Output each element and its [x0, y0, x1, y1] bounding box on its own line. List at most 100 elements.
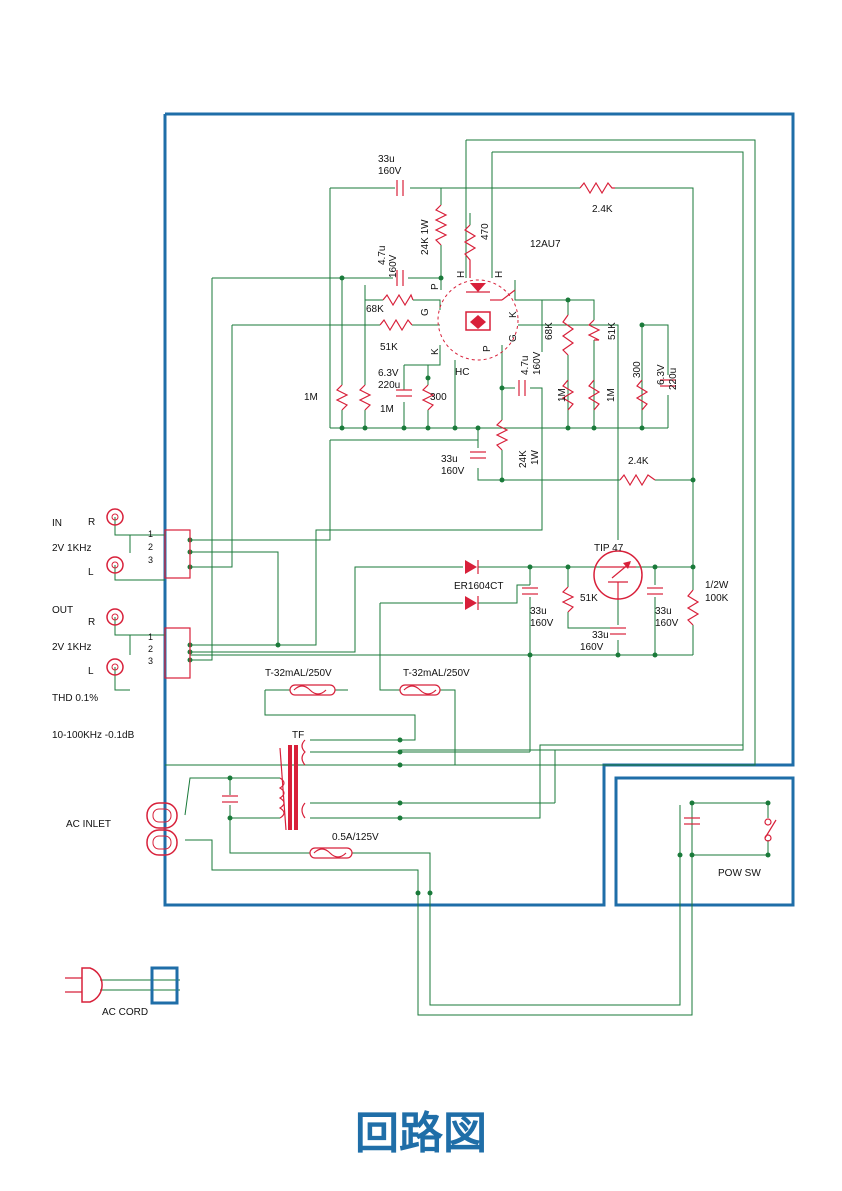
resistor-1m-d: [587, 379, 601, 411]
label-fuse-a: T-32mAL/250V: [265, 668, 332, 679]
capacitor-220u-a: [396, 389, 412, 397]
label-out-l: L: [88, 666, 94, 677]
label-fuse-b: T-32mAL/250V: [403, 668, 470, 679]
label-tube: 12AU7: [530, 239, 561, 250]
label-c-top-33u: 33u: [378, 154, 395, 165]
fuse-a: [289, 684, 336, 696]
page-title: 回路図: [355, 1108, 487, 1159]
resistor-2-4k-mid: [619, 473, 656, 487]
components: [65, 180, 777, 1005]
label-pin-h2: H: [494, 271, 505, 278]
label-r-24k-1w: 24K 1W: [420, 219, 431, 255]
label-r-100k-w: 1/2W: [705, 580, 729, 591]
tube-12au7: [437, 279, 519, 361]
label-r-300-a: 300: [430, 392, 447, 403]
label-c-47u: 4.7u: [377, 246, 388, 265]
label-r-1m-d: 1M: [606, 388, 617, 402]
jack-in-l: [106, 556, 124, 574]
label-diode: ER1604CT: [454, 581, 503, 592]
connector-in: [164, 529, 191, 579]
diode-er1604ct-b: [465, 596, 479, 610]
label-r-2-4k-mid: 2.4K: [628, 456, 649, 467]
ac-inlet: [146, 802, 178, 856]
fuse-b: [399, 684, 441, 696]
resistor-100k: [686, 589, 700, 626]
label-out-r: R: [88, 617, 95, 628]
label-c-33u-c-v: 160V: [580, 642, 604, 653]
capacitor-33u-reg-a: [522, 587, 538, 595]
label-c-33u-a: 33u: [530, 606, 547, 617]
label-pin-k1: K: [430, 348, 441, 355]
diode-er1604ct-a: [465, 560, 479, 574]
capacitor-33u-mid: [470, 451, 486, 459]
label-pin-p1: P: [430, 283, 441, 290]
resistor-1m-c: [561, 379, 575, 411]
capacitor-47u: [396, 270, 404, 286]
label-c-47u-v: 160V: [388, 254, 399, 278]
label-c-33u-b: 33u: [655, 606, 672, 617]
resistor-51k: [379, 318, 413, 332]
label-r-1m-c: 1M: [557, 388, 568, 402]
label-r-51k-c: 51K: [580, 593, 598, 604]
label-in-l: L: [88, 567, 94, 578]
capacitor-33u-reg-b: [647, 587, 663, 595]
jack-out-r: [106, 608, 124, 626]
capacitor-47u-b: [518, 380, 526, 396]
label-c2-47u: 4.7u: [520, 356, 531, 375]
label-in: IN: [52, 518, 62, 529]
label-r-24k-1w-b: 24K: [518, 450, 529, 468]
label-hc: HC: [455, 367, 469, 378]
resistor-68k: [382, 293, 414, 307]
label-fuse-c: 0.5A/125V: [332, 832, 379, 843]
labels: 33u 160V 2.4K 24K 1W 470 12AU7 4.7u 160V…: [52, 154, 761, 1159]
resistor-470: [463, 224, 477, 278]
label-c-33u-mid-v: 160V: [441, 466, 465, 477]
label-pin2a: 2: [148, 542, 153, 552]
fuse-c: [309, 847, 353, 859]
label-r-300-b: 300: [632, 361, 643, 378]
junction-dots: [187, 275, 771, 896]
resistor-68k-b: [561, 314, 575, 356]
label-freq: 10-100KHz -0.1dB: [52, 730, 135, 741]
label-pin-p2: P: [482, 345, 493, 352]
capacitor-top-33u: [396, 180, 404, 196]
label-ac-inlet: AC INLET: [66, 819, 111, 830]
label-pin3b: 3: [148, 656, 153, 666]
label-pin1a: 1: [148, 529, 153, 539]
resistor-1m-b: [358, 384, 372, 411]
label-c-220u-b: 220u: [668, 368, 679, 390]
label-tip: TIP 47: [594, 543, 624, 554]
power-switch: [764, 818, 777, 842]
capacitor-ac-line: [222, 795, 238, 803]
label-pin-g1: G: [420, 308, 431, 316]
label-r-51k: 51K: [380, 342, 398, 353]
resistor-2-4k-top: [579, 181, 615, 195]
label-out: OUT: [52, 605, 73, 616]
capacitor-33u-reg-c: [610, 627, 626, 635]
resistor-300-a: [421, 384, 435, 411]
label-r-24k-1w-b2: 1W: [530, 449, 541, 465]
transistor-tip47: [593, 550, 643, 600]
label-r-68k-b: 68K: [544, 322, 555, 340]
label-c2-47u-v: 160V: [532, 351, 543, 375]
capacitor-pow-sw: [684, 817, 700, 825]
label-pin3a: 3: [148, 555, 153, 565]
label-c-33u-c: 33u: [592, 630, 609, 641]
label-c-220u-v: 6.3V: [378, 368, 399, 379]
ac-cord-plug: [65, 966, 179, 1005]
label-in-level: 2V 1KHz: [52, 543, 91, 554]
label-out-level: 2V 1KHz: [52, 642, 91, 653]
capacitor-220u-b: [660, 379, 676, 387]
label-pin-k2: K: [508, 311, 519, 318]
label-c-top-160v: 160V: [378, 166, 402, 177]
label-c-220u: 220u: [378, 380, 400, 391]
label-c-33u-b-v: 160V: [655, 618, 679, 629]
label-ac-cord: AC CORD: [102, 1007, 148, 1018]
label-in-r: R: [88, 517, 95, 528]
jack-in-r: [106, 508, 124, 526]
label-r-100k: 100K: [705, 593, 729, 604]
label-pin2b: 2: [148, 644, 153, 654]
label-r-470: 470: [480, 223, 491, 240]
